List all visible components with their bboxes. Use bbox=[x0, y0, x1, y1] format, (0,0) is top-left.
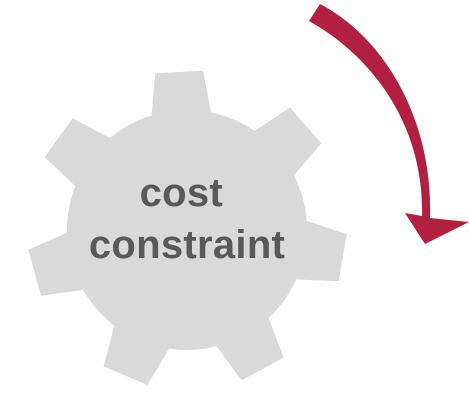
gear-label-line1: cost bbox=[140, 171, 223, 215]
curved-arrow-icon bbox=[309, 4, 469, 244]
gear-label: cost constraint bbox=[89, 171, 285, 267]
arrow-body bbox=[309, 4, 469, 244]
gear-icon bbox=[28, 70, 347, 386]
gear-label-line2: constraint bbox=[89, 223, 285, 267]
gear-body bbox=[28, 70, 347, 386]
